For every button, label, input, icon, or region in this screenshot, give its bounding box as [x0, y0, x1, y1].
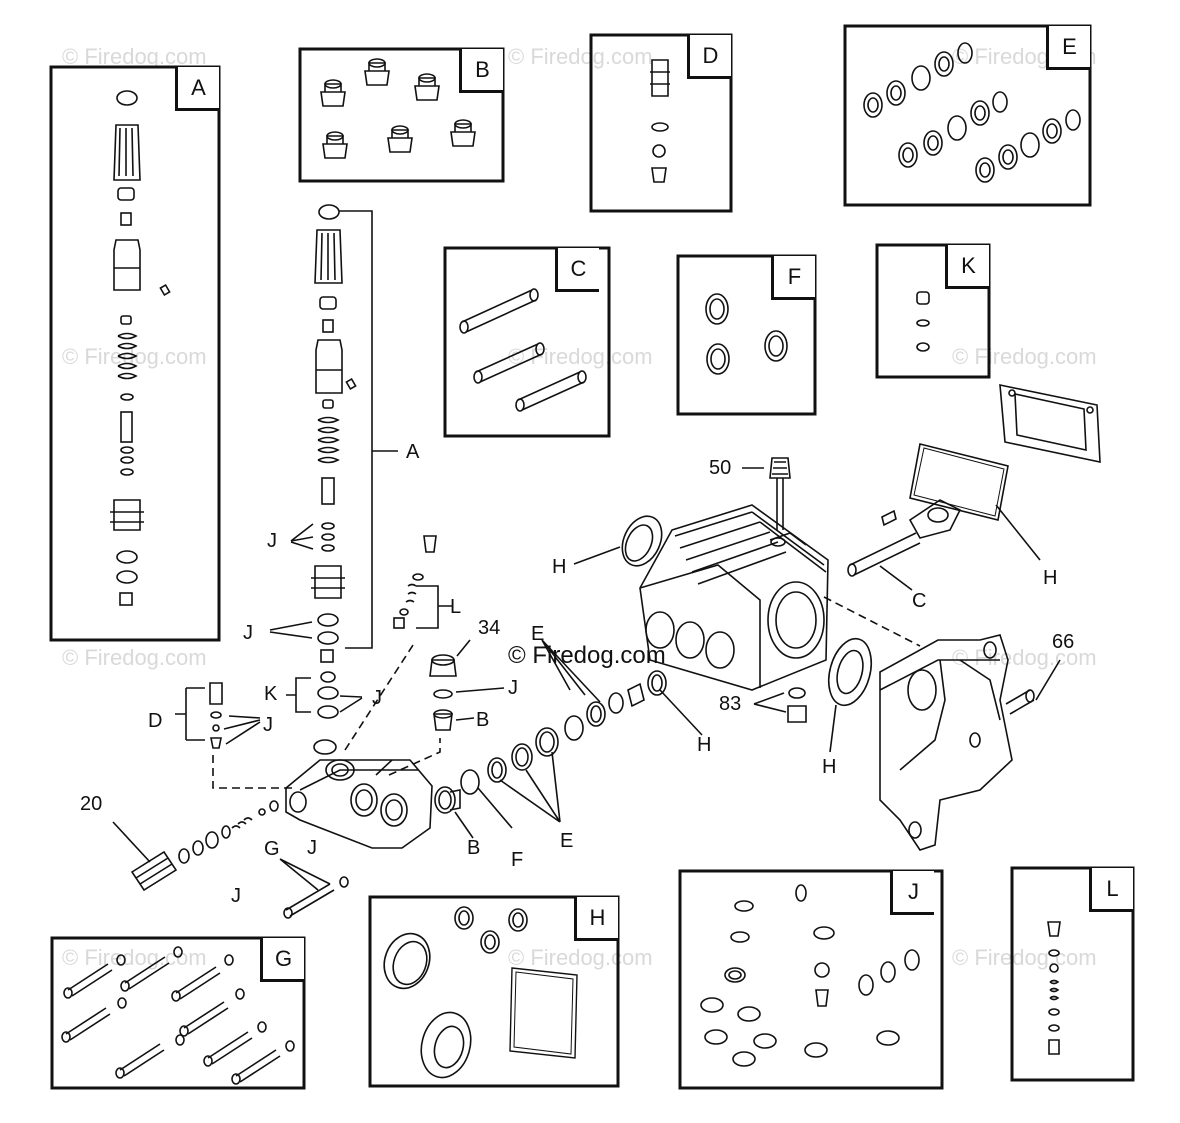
kit-tag-f: F	[771, 256, 815, 300]
callout-h: H	[552, 556, 567, 578]
dashed-guide	[212, 755, 296, 789]
kit-h-box	[368, 895, 620, 1088]
kit-e-box	[843, 24, 1092, 207]
callout-34: 34	[478, 617, 501, 639]
callout-h: H	[1043, 567, 1058, 589]
callout-b: B	[467, 837, 481, 859]
dashed-guide	[823, 596, 921, 647]
seal-stack	[434, 639, 667, 839]
kit-a-box	[49, 65, 221, 642]
leader-j-k	[339, 695, 363, 713]
callout-j: J	[508, 677, 518, 699]
kit-a-parts	[110, 90, 171, 606]
kit-tag-c: C	[555, 248, 599, 292]
watermark: © Firedog.com	[62, 645, 207, 670]
callout-j: J	[263, 714, 273, 736]
kit-tag-k: K	[945, 245, 989, 289]
callout-h: H	[822, 756, 837, 778]
callout-h: H	[697, 734, 712, 756]
callout-j: J	[243, 622, 253, 644]
callout-50: 50	[709, 457, 732, 479]
callout-j: J	[231, 885, 241, 907]
watermark: © Firedog.com	[508, 344, 653, 369]
kit-g-parts	[61, 946, 295, 1085]
watermark: © Firedog.com	[62, 945, 207, 970]
kit-j-parts	[700, 884, 920, 1067]
callout-l: L	[450, 596, 462, 618]
bracket-a	[339, 210, 398, 649]
callout-j: J	[307, 837, 317, 859]
kit-b-box	[298, 47, 505, 183]
watermark: © Firedog.com	[952, 945, 1097, 970]
kit-g-box	[50, 936, 306, 1090]
crank-pin-c	[847, 499, 962, 591]
watermark: © Firedog.com	[952, 645, 1097, 670]
kit-tag-h: H	[574, 897, 618, 941]
bracket-k	[286, 677, 311, 713]
gaskets	[909, 383, 1101, 561]
leader-j-upper	[290, 523, 314, 550]
kit-k-box	[875, 243, 991, 379]
callout-c: C	[912, 590, 927, 612]
watermark: © Firedog.com	[62, 44, 207, 69]
callout-83: 83	[719, 693, 742, 715]
callout-b: B	[476, 709, 490, 731]
callout-j: J	[267, 530, 277, 552]
kit-f-box	[676, 254, 817, 416]
drain-plug-83	[753, 687, 807, 723]
unloader-column	[311, 204, 357, 719]
kit-tag-j: J	[890, 871, 934, 915]
outlet-fitting	[112, 800, 279, 892]
kit-tag-g: G	[260, 938, 304, 982]
kit-h-parts	[383, 906, 578, 1079]
callout-f: F	[511, 849, 524, 871]
kit-tag-b: B	[459, 49, 503, 93]
callout-a: A	[406, 441, 420, 463]
leader-j-mid	[269, 621, 313, 639]
kit-c-parts	[459, 288, 587, 412]
watermark: © Firedog.com	[952, 344, 1097, 369]
bolt-g	[279, 858, 349, 919]
sight-glass-h	[573, 515, 663, 567]
kit-l-parts	[1047, 921, 1061, 1055]
kit-tag-e: E	[1046, 26, 1090, 70]
watermark: © Firedog.com	[508, 44, 653, 69]
kit-e-parts	[863, 42, 1081, 183]
valve-cap-34	[429, 639, 505, 731]
callout-k: K	[264, 683, 278, 705]
copyright-text: © Firedog.com	[508, 642, 666, 669]
kit-c-box	[443, 246, 611, 438]
dashed-guide	[344, 641, 416, 751]
kit-f-parts	[705, 293, 788, 375]
watermark: © Firedog.com	[508, 945, 653, 970]
manifold	[285, 739, 433, 849]
kit-tag-a: A	[175, 67, 219, 111]
callout-g: G	[264, 838, 280, 860]
kit-tag-d: D	[687, 35, 731, 79]
dipstick-50	[742, 457, 791, 530]
kit-d-parts	[650, 59, 670, 183]
dashed-guide	[388, 738, 441, 776]
valve-l-parts	[393, 535, 452, 629]
kit-l-box	[1010, 866, 1135, 1082]
callout-66: 66	[1052, 631, 1075, 653]
callout-e: E	[560, 830, 574, 852]
crankcase	[639, 504, 829, 691]
valve-d-parts	[175, 682, 261, 749]
kit-j-box	[678, 869, 944, 1090]
callout-d: D	[148, 710, 163, 732]
kit-k-parts	[916, 291, 930, 352]
kit-tag-l: L	[1089, 868, 1133, 912]
kit-d-box	[589, 33, 733, 213]
callout-e: E	[531, 623, 545, 645]
oil-seal-h	[659, 637, 873, 753]
callout-j: J	[372, 687, 382, 709]
motor-mount-bracket	[879, 634, 1061, 851]
kit-b-parts	[320, 58, 476, 159]
callout-20: 20	[80, 793, 103, 815]
